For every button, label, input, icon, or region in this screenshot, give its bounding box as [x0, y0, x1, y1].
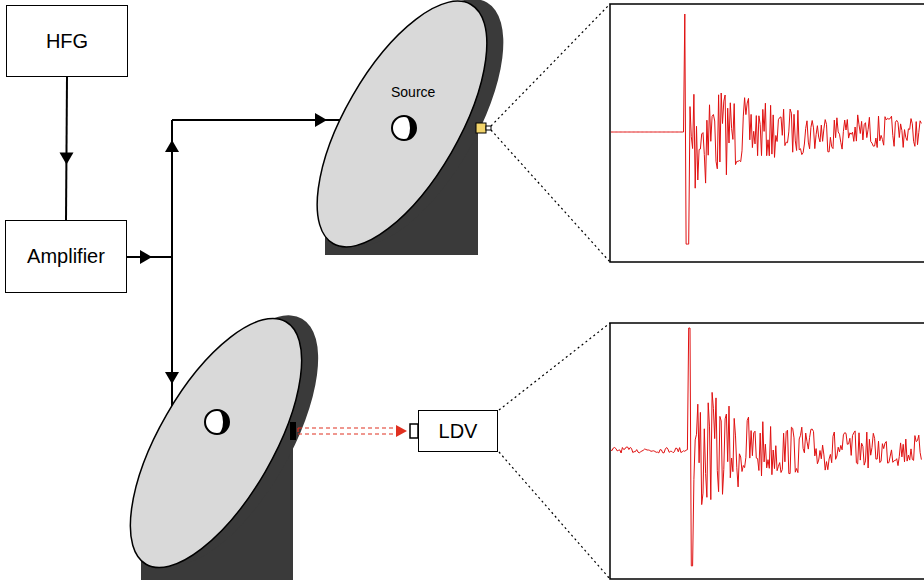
ldv-lens — [410, 424, 418, 438]
instrument-box: HFG — [6, 5, 128, 77]
source-speaker — [284, 0, 538, 272]
instrument-box: Amplifier — [5, 220, 127, 293]
node-text: LDV — [439, 420, 478, 443]
signal-panel — [610, 4, 924, 262]
signal-panel — [610, 323, 924, 579]
node-text: Amplifier — [27, 245, 105, 268]
part-label: Source — [391, 84, 435, 100]
vibrometer-box: LDV — [418, 410, 498, 452]
signal-trace — [611, 14, 921, 244]
laser-beam — [298, 425, 407, 437]
signal-trace — [611, 328, 921, 566]
leader-line — [491, 4, 610, 579]
test-speaker — [97, 290, 353, 580]
node-text: HFG — [46, 30, 88, 53]
signal-connector — [60, 77, 74, 220]
